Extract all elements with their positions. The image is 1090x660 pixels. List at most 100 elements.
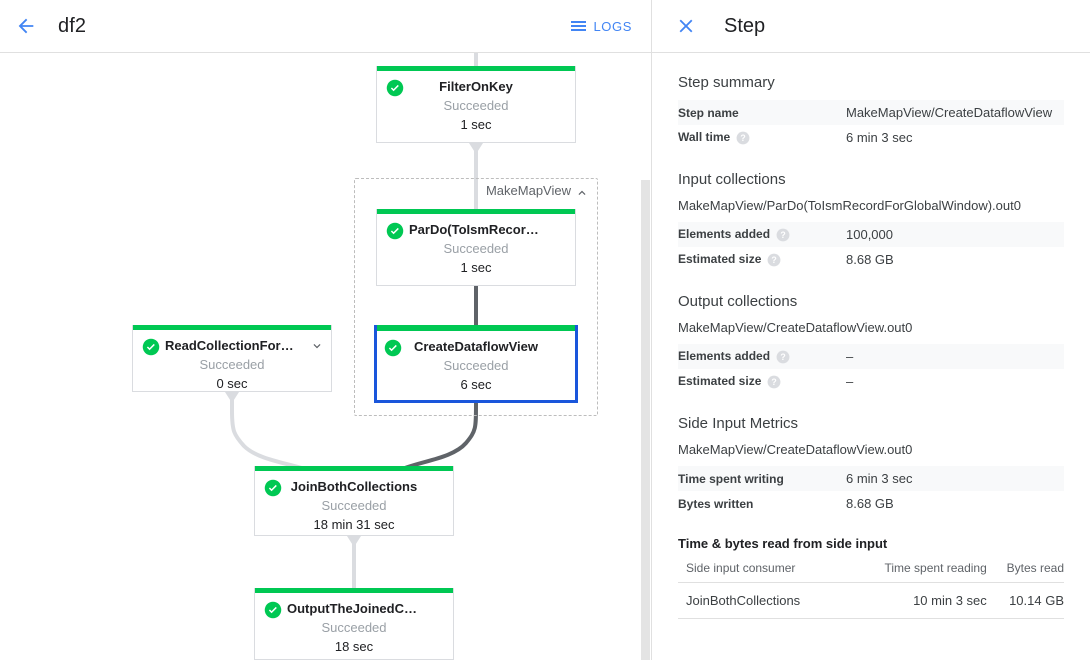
help-icon[interactable]: ?	[776, 350, 790, 364]
node-time: 6 sec	[460, 377, 492, 392]
logs-button-label: LOGS	[593, 18, 632, 34]
edge-arrow-readcollection	[225, 392, 239, 403]
node-time: 1 sec	[460, 117, 492, 132]
node-time: 0 sec	[216, 376, 248, 391]
cell-consumer: JoinBothCollections	[678, 582, 864, 619]
node-time: 18 sec	[334, 639, 374, 654]
graph-node-readcollectionforjoin[interactable]: ReadCollectionForJoin Succeeded 0 sec	[132, 325, 332, 392]
row-label-text: Estimated size	[678, 374, 762, 389]
node-time: 1 sec	[460, 260, 492, 275]
cell-time-spent-reading: 10 min 3 sec	[863, 582, 987, 619]
table-row: Estimated size? –	[678, 369, 1064, 394]
close-icon	[679, 19, 693, 33]
graph-scrollbar[interactable]	[640, 53, 651, 660]
side-input-metrics-heading: Side Input Metrics	[678, 415, 799, 432]
logs-button[interactable]: LOGS	[571, 19, 632, 34]
node-time: 18 min 31 sec	[313, 517, 395, 532]
node-title: ReadCollectionForJoin	[165, 338, 308, 353]
row-label: Wall time?	[678, 125, 846, 150]
node-status-bar	[377, 66, 575, 71]
job-graph-panel: df2 LOGS	[0, 0, 652, 660]
help-icon[interactable]: ?	[776, 228, 790, 242]
check-circle-icon	[142, 338, 160, 356]
graph-node-outputthejoinedcollection[interactable]: OutputTheJoinedCollec… Succeeded 18 sec	[254, 588, 454, 660]
node-status-bar	[377, 325, 575, 331]
graph-scrollbar-thumb[interactable]	[641, 180, 650, 660]
step-details-header: Step	[652, 0, 1090, 53]
step-details-title: Step	[724, 14, 766, 37]
row-value: MakeMapView/CreateDataflowView	[846, 105, 1053, 120]
help-icon[interactable]: ?	[736, 131, 750, 145]
row-label-text: Elements added	[678, 227, 771, 242]
svg-text:?: ?	[780, 352, 785, 362]
row-value: 100,000	[846, 227, 893, 242]
row-value: 6 min 3 sec	[846, 130, 913, 145]
row-value: 8.68 GB	[846, 496, 894, 511]
node-title: OutputTheJoinedCollec…	[287, 601, 447, 616]
node-title: JoinBothCollections	[290, 479, 418, 494]
step-summary-heading: Step summary	[678, 74, 775, 91]
row-value: –	[846, 374, 854, 389]
row-label: Bytes written	[678, 496, 754, 511]
list-icon	[571, 21, 587, 31]
side-input-read-title: Time & bytes read from side input	[678, 536, 888, 551]
check-circle-icon	[264, 479, 282, 497]
graph-group-makemapview[interactable]: MakeMapView	[354, 178, 598, 416]
close-button[interactable]	[664, 4, 708, 48]
step-details-content: Step summary Step name MakeMapView/Creat…	[652, 74, 1090, 619]
node-status: Succeeded	[443, 98, 509, 113]
graph-node-createdataflowview[interactable]: CreateDataflowView Succeeded 6 sec	[374, 325, 578, 403]
table-row: Time spent writing 6 min 3 sec	[678, 466, 1064, 491]
row-label: Estimated size?	[678, 247, 846, 272]
help-icon[interactable]: ?	[767, 253, 781, 267]
graph-node-pardo-toismrecord[interactable]: ParDo(ToIsmRecordFor… Succeeded 1 sec	[376, 209, 576, 286]
input-collections-table: Elements added? 100,000 Estimated size? …	[678, 222, 1064, 272]
check-circle-icon	[384, 339, 402, 357]
node-status-bar	[133, 325, 331, 330]
side-input-collection-name: MakeMapView/CreateDataflowView.out0	[678, 442, 913, 457]
output-collections-table: Elements added? – Estimated size? –	[678, 344, 1064, 394]
side-input-metrics-table: Time spent writing 6 min 3 sec Bytes wri…	[678, 466, 1064, 516]
cell-bytes-read: 10.14 GB	[986, 582, 1064, 619]
check-circle-icon	[264, 601, 282, 619]
table-row: Estimated size? 8.68 GB	[678, 247, 1064, 272]
row-value: –	[846, 349, 854, 364]
chevron-up-icon[interactable]	[575, 186, 589, 200]
table-row: Elements added? 100,000	[678, 222, 1064, 247]
chevron-down-icon[interactable]	[310, 339, 324, 353]
input-collection-name: MakeMapView/ParDo(ToIsmRecordForGlobalWi…	[678, 198, 1021, 213]
node-status: Succeeded	[443, 358, 509, 373]
table-row: JoinBothCollections 10 min 3 sec 10.14 G…	[678, 582, 1064, 619]
row-label: Elements added?	[678, 344, 846, 369]
row-label: Elements added?	[678, 222, 846, 247]
help-icon[interactable]: ?	[767, 375, 781, 389]
row-value: 6 min 3 sec	[846, 471, 913, 486]
row-label-text: Elements added	[678, 349, 771, 364]
column-header-bytes: Bytes read	[986, 555, 1064, 583]
arrow-left-icon	[18, 18, 34, 34]
row-label: Time spent writing	[678, 471, 784, 486]
row-label: Estimated size?	[678, 369, 846, 394]
step-summary-table: Step name MakeMapView/CreateDataflowView…	[678, 100, 1064, 150]
side-input-read-table: Side input consumer Time spent reading B…	[678, 555, 1064, 619]
check-circle-icon	[386, 79, 404, 97]
job-graph-canvas[interactable]: MakeMapView FilterOnKey Succeeded 1 sec	[0, 53, 651, 660]
job-title: df2	[58, 14, 87, 37]
graph-node-filteronkey[interactable]: FilterOnKey Succeeded 1 sec	[376, 66, 576, 143]
node-status: Succeeded	[321, 498, 387, 513]
output-collections-heading: Output collections	[678, 293, 798, 310]
table-header-row: Side input consumer Time spent reading B…	[678, 555, 1064, 583]
table-row: Elements added? –	[678, 344, 1064, 369]
edge-readcollection-to-join	[230, 390, 310, 472]
graph-node-joinbothcollections[interactable]: JoinBothCollections Succeeded 18 min 31 …	[254, 466, 454, 536]
node-status-bar	[377, 209, 575, 214]
table-row: Bytes written 8.68 GB	[678, 491, 1064, 516]
node-title: FilterOnKey	[439, 79, 513, 94]
back-button[interactable]	[4, 4, 48, 48]
svg-text:?: ?	[741, 133, 746, 143]
node-status: Succeeded	[199, 357, 265, 372]
check-circle-icon	[386, 222, 404, 240]
table-row: Wall time? 6 min 3 sec	[678, 125, 1064, 150]
svg-text:?: ?	[772, 255, 777, 265]
